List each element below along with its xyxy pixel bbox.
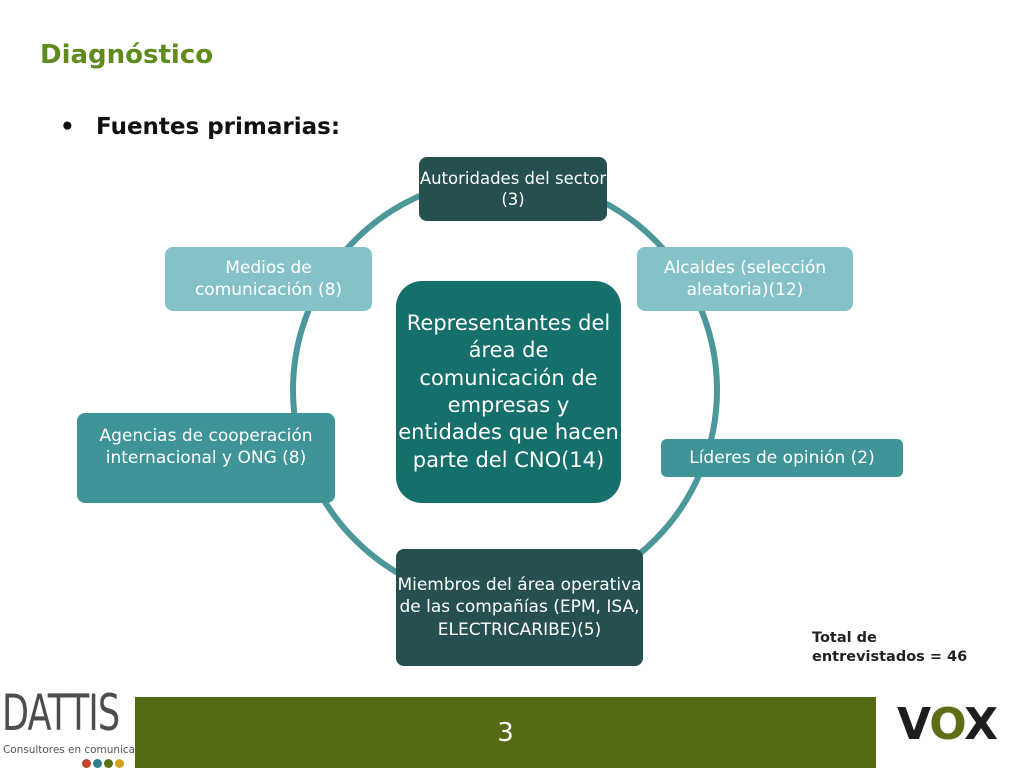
page-number: 3 (497, 717, 514, 748)
dattis-logo: DATTIS Consultores en comunicación (0, 684, 157, 768)
node-medios: Medios de comunicación (8) (165, 247, 372, 311)
dattis-logo-word: DATTIS (2, 684, 120, 742)
vox-logo-x: X (964, 699, 998, 750)
total-interviewed: Total de entrevistados = 46 (812, 629, 967, 667)
node-alcaldes: Alcaldes (selección aleatoria)(12) (637, 247, 853, 311)
logo-dot-red (82, 759, 91, 768)
total-line-1: Total de (812, 630, 877, 646)
logo-dot-teal (93, 759, 102, 768)
slide-title: Diagnóstico (40, 40, 214, 70)
logo-dot-yellow (115, 759, 124, 768)
node-agencias: Agencias de cooperación internacional y … (77, 413, 335, 503)
logo-dot-green (104, 759, 113, 768)
dattis-logo-dots (82, 759, 124, 768)
vox-logo-v: V (897, 699, 930, 750)
node-autoridades: Autoridades del sector (3) (419, 157, 607, 221)
node-miembros: Miembros del área operativa de las compa… (396, 549, 643, 666)
total-line-2: entrevistados = 46 (812, 648, 968, 665)
node-center-representantes: Representantes del área de comunicación … (396, 281, 621, 503)
footer-bar: 3 (135, 697, 876, 768)
vox-logo-o: O (929, 699, 965, 750)
bullet-item: • Fuentes primarias: (60, 114, 340, 140)
dattis-logo-tagline: Consultores en comunicación (3, 743, 157, 756)
bullet-text: Fuentes primarias: (96, 114, 341, 140)
vox-logo: VOX (897, 703, 998, 747)
bullet-dot: • (60, 114, 75, 140)
node-lideres: Líderes de opinión (2) (661, 439, 903, 477)
